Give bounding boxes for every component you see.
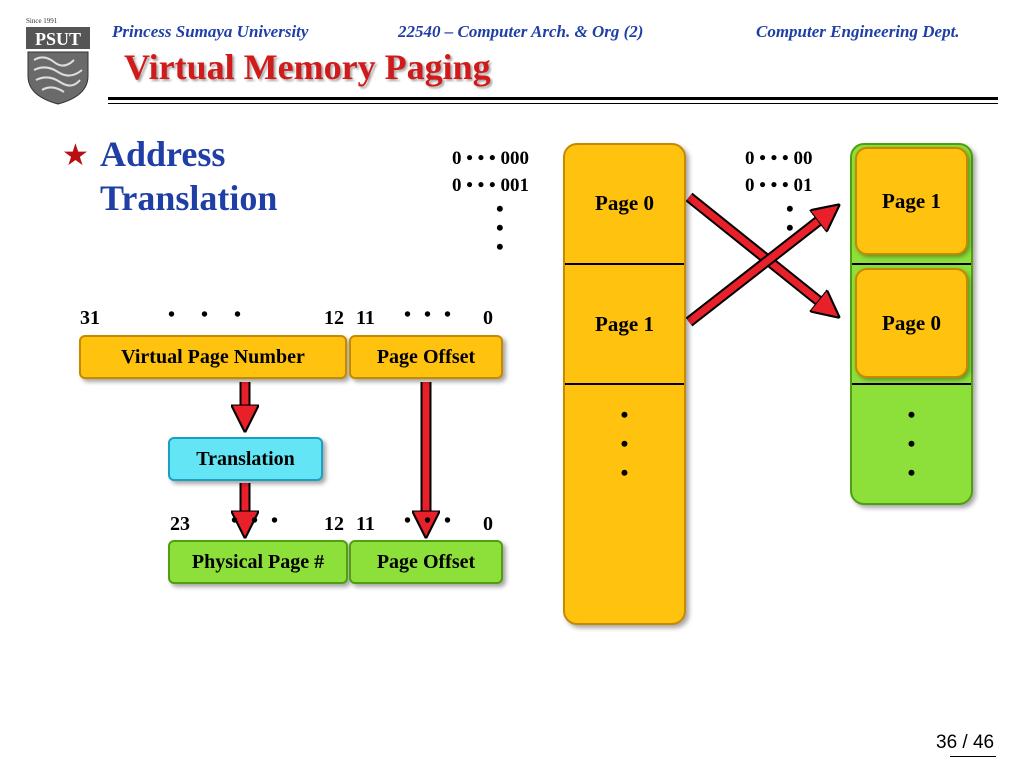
pm-address-0: 0 • • • 00 [745, 148, 813, 169]
va-bit-11: 11 [356, 307, 375, 329]
pm-address-1: 0 • • • 01 [745, 175, 813, 196]
virtual-memory: Page 0 Page 1 ••• [563, 143, 686, 625]
header-course: 22540 – Computer Arch. & Org (2) [398, 22, 644, 41]
pm-divider [852, 263, 971, 265]
pm-frame-1: Page 0 [855, 268, 968, 378]
vm-address-ellipsis: ••• [496, 196, 504, 259]
slide-title: Virtual Memory Paging [124, 47, 491, 87]
va-bit-31: 31 [80, 307, 100, 329]
pm-frame-0: Page 1 [855, 147, 968, 255]
virtual-page-number-box: Virtual Page Number [79, 335, 347, 379]
vm-page-0: Page 0 [595, 191, 654, 215]
va-bit-12: 12 [324, 307, 344, 329]
virtual-page-offset-box: Page Offset [349, 335, 503, 379]
pa-bit-dots: ••• [231, 510, 292, 532]
header-rule [108, 97, 998, 100]
pm-address-ellipsis: •• [786, 196, 794, 240]
svg-text:Since 1991: Since 1991 [26, 17, 58, 25]
vm-address-0: 0 • • • 000 [452, 148, 529, 169]
vm-divider [565, 263, 684, 265]
pa-bit-dots-low: ••• [404, 510, 465, 532]
physical-page-offset-box: Page Offset [349, 540, 503, 584]
header-university: Princess Sumaya University [112, 22, 309, 41]
header-department: Computer Engineering Dept. [756, 22, 960, 41]
vm-address-1: 0 • • • 001 [452, 175, 529, 196]
slide-number: 36 / 46 [936, 732, 995, 753]
header-rule-thin [108, 103, 998, 104]
pa-bit-0: 0 [483, 513, 493, 535]
translation-box: Translation [168, 437, 323, 481]
va-bit-dots: ••• [168, 304, 268, 326]
pm-ellipsis: ••• [907, 402, 916, 485]
pa-bit-12: 12 [324, 513, 344, 535]
va-bit-0: 0 [483, 307, 493, 329]
vm-divider [565, 383, 684, 385]
bullet-text: Address Translation [100, 134, 278, 218]
vm-page-1: Page 1 [595, 312, 654, 336]
pa-bit-23: 23 [170, 513, 190, 535]
vm-ellipsis: ••• [620, 402, 629, 485]
va-bit-dots-low: ••• [404, 304, 465, 326]
svg-text:PSUT: PSUT [35, 29, 81, 49]
pm-divider [852, 383, 971, 385]
slide-number-underline [950, 756, 996, 757]
pa-bit-11: 11 [356, 513, 375, 535]
physical-page-number-box: Physical Page # [168, 540, 348, 584]
psut-logo: Since 1991 PSUT [26, 17, 90, 105]
star-bullet-icon: ★ [62, 138, 89, 173]
